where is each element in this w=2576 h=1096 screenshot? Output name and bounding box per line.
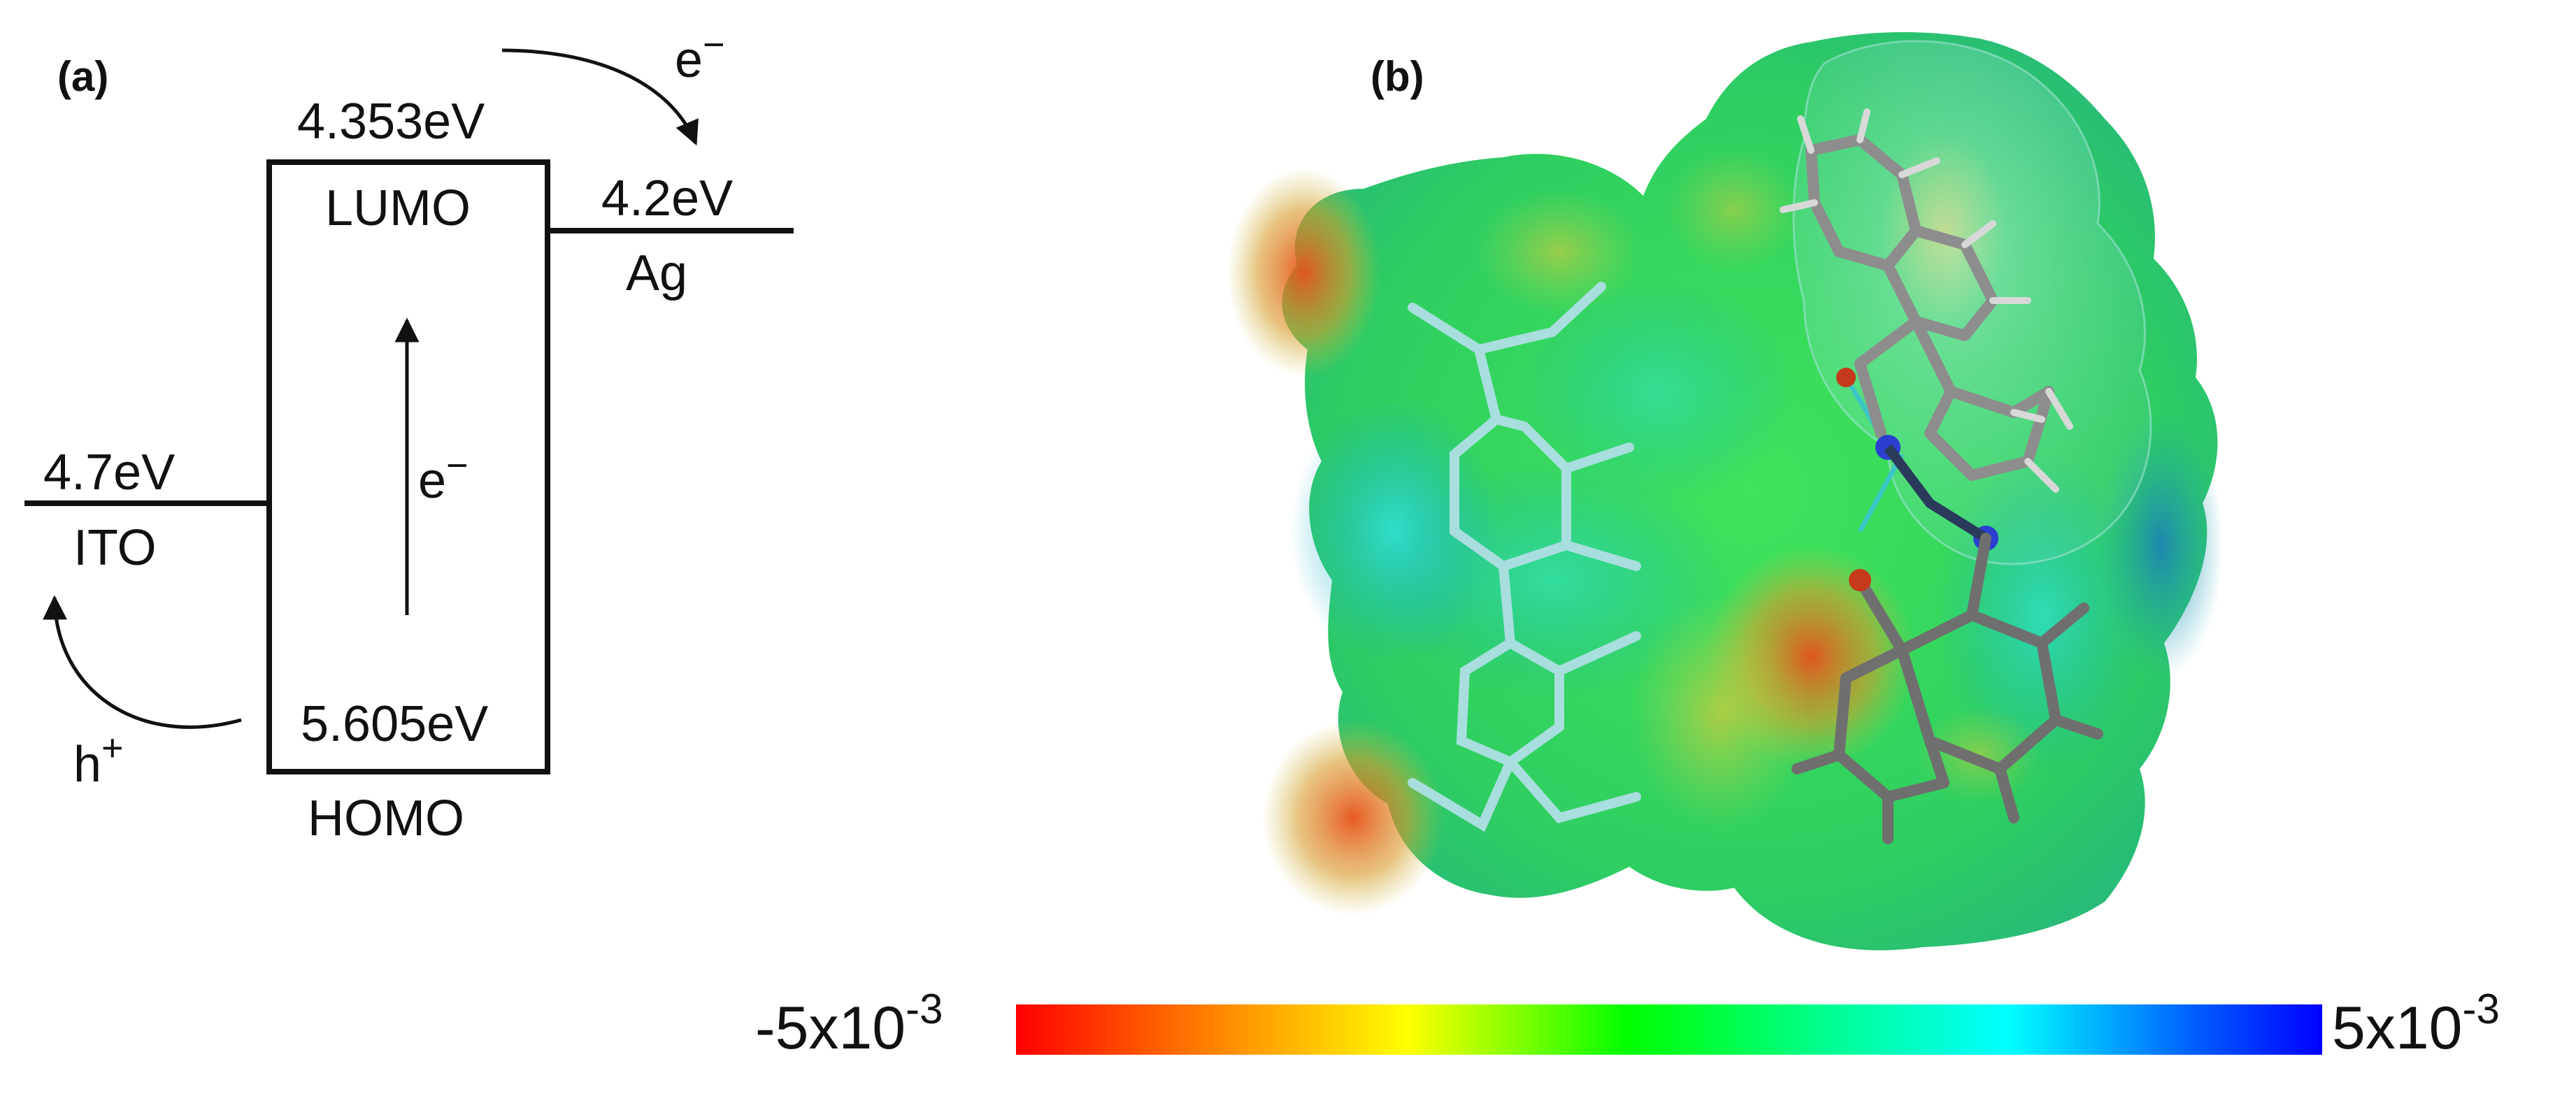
panel-b: (b) — [755, 31, 2500, 1062]
hole-transfer-arrow — [42, 595, 242, 729]
colorbar — [1016, 1004, 2322, 1055]
colorbar-min-label: -5x10-3 — [755, 986, 943, 1062]
ag-energy: 4.2eV — [601, 171, 733, 226]
homo-label: HOMO — [308, 791, 464, 846]
hydrogen-atoms-upper — [1780, 108, 2073, 493]
lumo-label: LUMO — [325, 180, 471, 236]
panel-a: (a) 4.353eV LUMO 4.2eV Ag 4.7eV ITO 5.60… — [24, 24, 794, 846]
homo-energy: 5.605eV — [301, 696, 488, 752]
esp-negative-region — [1227, 168, 1381, 377]
oxygen-atom — [1849, 569, 1871, 591]
panel-a-label: (a) — [57, 53, 108, 100]
ag-label: Ag — [626, 245, 687, 301]
esp-surface — [1227, 31, 2224, 951]
ito-label: ITO — [73, 520, 157, 576]
electron-transfer-arrow — [501, 48, 699, 146]
electron-mid-label: e− — [418, 445, 468, 509]
esp-negative-region — [1664, 147, 1804, 273]
ligand-stick-model-lower — [1791, 533, 2103, 844]
esp-negative-region — [1475, 189, 1643, 315]
esp-positive-region — [1371, 461, 1734, 699]
colorbar-max-label: 5x10-3 — [2332, 986, 2500, 1062]
ligand-stick-model-left — [1408, 282, 1641, 832]
esp-positive-region — [1517, 280, 1797, 503]
hole-label: h+ — [73, 727, 124, 793]
panel-b-label: (b) — [1371, 53, 1424, 100]
energy-gap-box — [266, 159, 550, 774]
esp-negative-region — [1262, 720, 1444, 916]
lumo-energy: 4.353eV — [297, 94, 485, 150]
ligand-bridge — [1884, 444, 1989, 542]
esp-negative-region — [1629, 594, 1811, 832]
oxygen-atom — [1836, 368, 1856, 387]
electron-top-label: e− — [675, 24, 725, 88]
ito-energy: 4.7eV — [43, 445, 175, 500]
